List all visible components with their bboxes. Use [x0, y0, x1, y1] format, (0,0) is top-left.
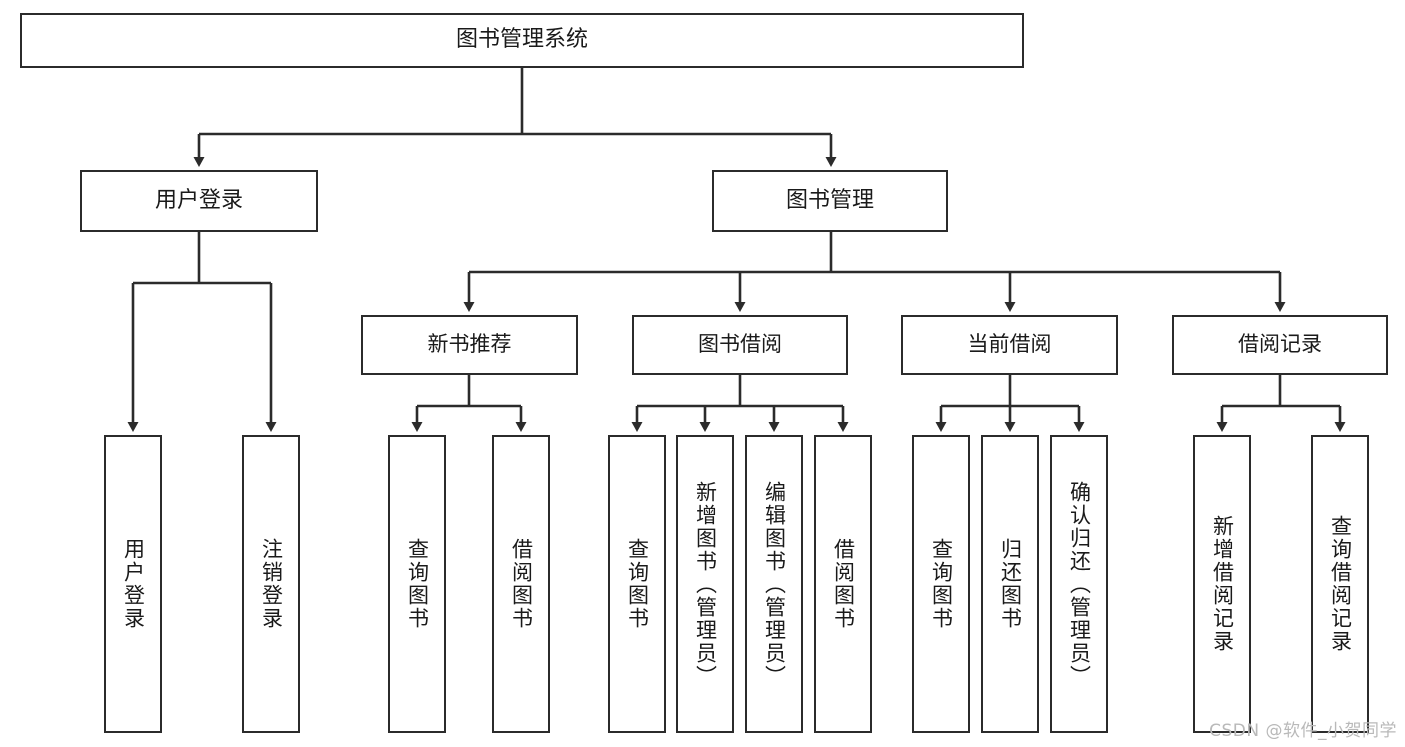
leaf-add-book[interactable]: 新增图书（管理员）: [676, 435, 734, 733]
leaf-query-book-2-label: 查询图书: [625, 538, 650, 630]
leaf-add-record[interactable]: 新增借阅记录: [1193, 435, 1251, 733]
leaf-edit-book-label: 编辑图书（管理员）: [762, 480, 787, 688]
leaf-query-book-3[interactable]: 查询图书: [912, 435, 970, 733]
node-borrow-record-label: 借阅记录: [1238, 332, 1322, 357]
node-book-manage[interactable]: 图书管理: [712, 170, 948, 232]
leaf-query-book-1-label: 查询图书: [405, 538, 430, 630]
leaf-user-login[interactable]: 用户登录: [104, 435, 162, 733]
node-new-book-rec[interactable]: 新书推荐: [361, 315, 578, 375]
node-root[interactable]: 图书管理系统: [20, 13, 1024, 68]
node-book-manage-label: 图书管理: [785, 187, 874, 213]
leaf-query-record[interactable]: 查询借阅记录: [1311, 435, 1369, 733]
leaf-add-record-label: 新增借阅记录: [1210, 515, 1235, 653]
leaf-logout[interactable]: 注销登录: [242, 435, 300, 733]
node-current-borrow[interactable]: 当前借阅: [901, 315, 1118, 375]
leaf-return-book-label: 归还图书: [998, 538, 1023, 630]
leaf-query-record-label: 查询借阅记录: [1328, 515, 1353, 653]
leaf-borrow-book-2-label: 借阅图书: [831, 538, 856, 630]
node-root-label: 图书管理系统: [455, 27, 588, 53]
node-new-book-rec-label: 新书推荐: [427, 332, 512, 357]
leaf-query-book-3-label: 查询图书: [929, 538, 954, 630]
leaf-logout-label: 注销登录: [259, 538, 284, 630]
node-borrow-record[interactable]: 借阅记录: [1172, 315, 1388, 375]
leaf-edit-book[interactable]: 编辑图书（管理员）: [745, 435, 803, 733]
leaf-borrow-book-1-label: 借阅图书: [509, 538, 534, 630]
leaf-return-book[interactable]: 归还图书: [981, 435, 1039, 733]
node-book-borrow-label: 图书借阅: [698, 332, 782, 357]
leaf-borrow-book-2[interactable]: 借阅图书: [814, 435, 872, 733]
node-user-login-label: 用户登录: [154, 187, 243, 213]
leaf-query-book-2[interactable]: 查询图书: [608, 435, 666, 733]
leaf-add-book-label: 新增图书（管理员）: [693, 480, 718, 688]
node-book-borrow[interactable]: 图书借阅: [632, 315, 848, 375]
leaf-confirm-return[interactable]: 确认归还（管理员）: [1050, 435, 1108, 733]
node-current-borrow-label: 当前借阅: [967, 332, 1052, 357]
leaf-query-book-1[interactable]: 查询图书: [388, 435, 446, 733]
node-user-login[interactable]: 用户登录: [80, 170, 318, 232]
leaf-confirm-return-label: 确认归还（管理员）: [1067, 480, 1092, 688]
leaf-user-login-label: 用户登录: [121, 538, 146, 630]
leaf-borrow-book-1[interactable]: 借阅图书: [492, 435, 550, 733]
